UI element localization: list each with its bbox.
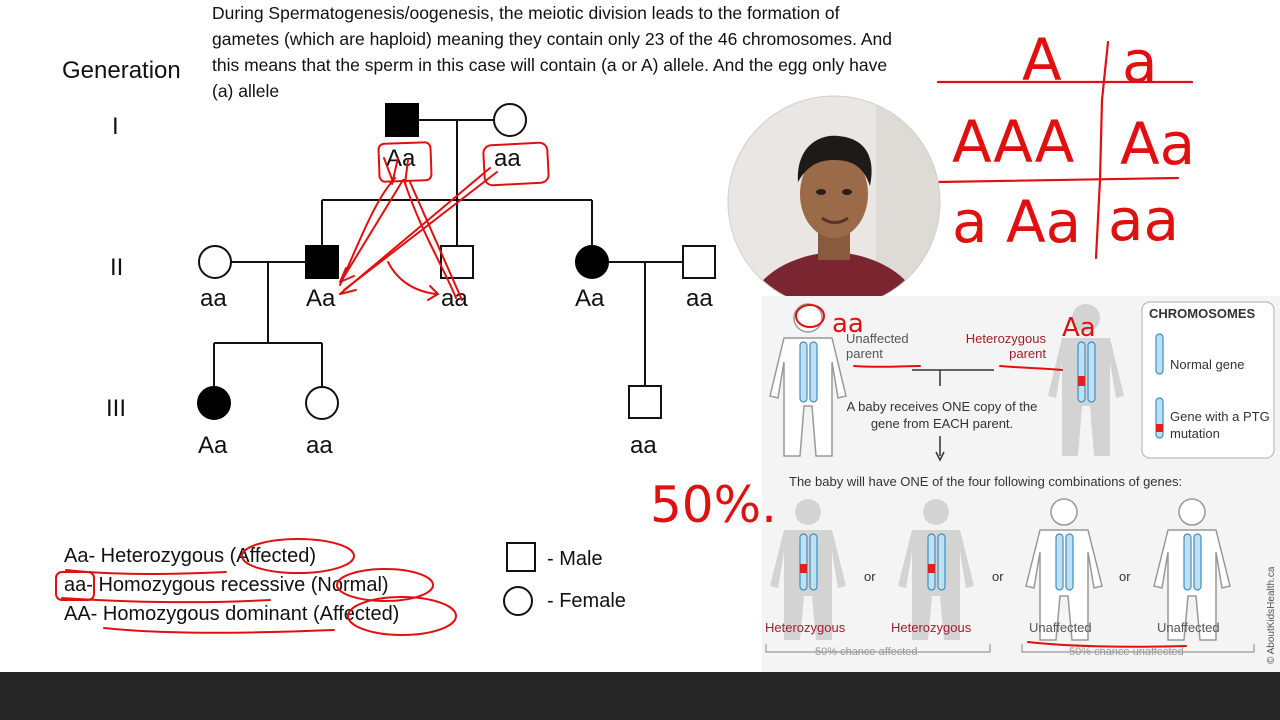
- generation-label-iii: III: [106, 395, 127, 422]
- child-4-figure: [1153, 498, 1231, 641]
- genotype-gen3-female-unaffected: aa: [306, 432, 333, 459]
- gen3-unaffected-female-circle: [305, 386, 339, 420]
- genotype-gen2-female-affected: Aa: [575, 285, 605, 312]
- legend-homozygous-recessive: aa- Homozygous recessive (Normal): [64, 574, 389, 596]
- credit-text: © AboutKidsHealth.ca: [1266, 566, 1277, 664]
- receives-gene-text: A baby receives ONE copy of the gene fro…: [846, 399, 1038, 431]
- child-1-figure: [770, 499, 846, 640]
- or-label-1: or: [864, 569, 876, 584]
- punnett-top-left: A: [1022, 26, 1062, 94]
- inheritance-infographic: aa Aa: [762, 296, 1280, 672]
- chromosomes-legend-box: [1141, 301, 1275, 459]
- red-annotations-legend: [55, 538, 457, 636]
- unaffected-parent-label: Unaffected parent: [846, 331, 909, 361]
- gen2-affected-male-square: [305, 245, 339, 279]
- heterozygous-parent-figure: [1048, 304, 1124, 456]
- gen1-affected-male-square: [385, 103, 419, 137]
- combinations-text: The baby will have ONE of the four follo…: [789, 474, 1183, 489]
- gen2-affected-female-circle: [575, 245, 609, 279]
- punnett-bot-right: aa: [1108, 186, 1179, 254]
- handwritten-percent: 50%.: [650, 476, 776, 534]
- legend-homozygous-dominant: AA- Homozygous dominant (Affected): [64, 603, 400, 625]
- legend-heterozygous: Aa- Heterozygous (Affected): [64, 545, 316, 567]
- punnett-top-right: a: [1122, 28, 1158, 96]
- mutation-gene-label: Gene with a PTG mutation: [1170, 409, 1270, 441]
- gen3-affected-female-circle: [197, 386, 231, 420]
- legend-male-square-icon: [506, 542, 536, 572]
- punnett-mid-right: Aa: [1120, 110, 1195, 178]
- punnett-square-sketch: A a AAA Aa a Aa aa: [936, 26, 1195, 260]
- generation-title: Generation: [62, 57, 181, 84]
- handwritten-left-parent: aa: [832, 309, 864, 339]
- chance-unaffected-label: 50% chance unaffected: [1069, 646, 1184, 658]
- normal-gene-label: Normal gene: [1170, 357, 1245, 372]
- generation-label-ii: II: [110, 254, 124, 281]
- generation-label-i: I: [112, 113, 119, 140]
- or-label-2: or: [992, 569, 1004, 584]
- genotype-gen1-male: Aa: [386, 145, 416, 172]
- punnett-bot-left: a Aa: [952, 188, 1081, 256]
- unaffected-parent-figure: [769, 303, 847, 457]
- intro-paragraph: During Spermatogenesis/oogenesis, the me…: [212, 3, 892, 101]
- genotype-gen3-female-affected: Aa: [198, 432, 228, 459]
- legend-male-label: - Male: [547, 548, 603, 570]
- gen2-female-left-circle: [198, 245, 232, 279]
- presenter-webcam-circle: [727, 95, 941, 309]
- legend-female-circle-icon: [503, 586, 533, 616]
- chance-affected-label: 50% chance affected: [815, 646, 918, 658]
- red-annotations-pedigree: [339, 141, 550, 301]
- chromosomes-title: CHROMOSOMES: [1149, 306, 1256, 321]
- genotype-gen2-male-affected: Aa: [306, 285, 336, 312]
- handwritten-right-parent: Aa: [1062, 313, 1096, 343]
- genotype-gen3-male: aa: [630, 432, 657, 459]
- child-4-label: Unaffected: [1157, 620, 1220, 635]
- child-2-label: Heterozygous: [891, 620, 972, 635]
- svg-text:50%.: 50%.: [650, 476, 776, 534]
- child-3-figure: [1025, 498, 1103, 641]
- gen2-male-right-square: [682, 245, 716, 279]
- genotype-gen2-male-right: aa: [686, 285, 713, 312]
- or-label-3: or: [1119, 569, 1131, 584]
- genotype-gen2-male-unaffected: aa: [441, 285, 468, 312]
- gen3-male-square: [628, 385, 662, 419]
- punnett-mid-left: AAA: [952, 108, 1075, 176]
- legend-female-label: - Female: [547, 590, 626, 612]
- gen1-female-circle: [493, 103, 527, 137]
- heterozygous-parent-label: Heterozygous parent: [965, 331, 1046, 361]
- child-1-label: Heterozygous: [765, 620, 846, 635]
- genotype-gen2-female-left: aa: [200, 285, 227, 312]
- video-bottom-bar: [0, 672, 1280, 720]
- child-2-figure: [898, 499, 974, 640]
- child-3-label: Unaffected: [1029, 620, 1092, 635]
- genotype-gen1-female: aa: [494, 145, 521, 172]
